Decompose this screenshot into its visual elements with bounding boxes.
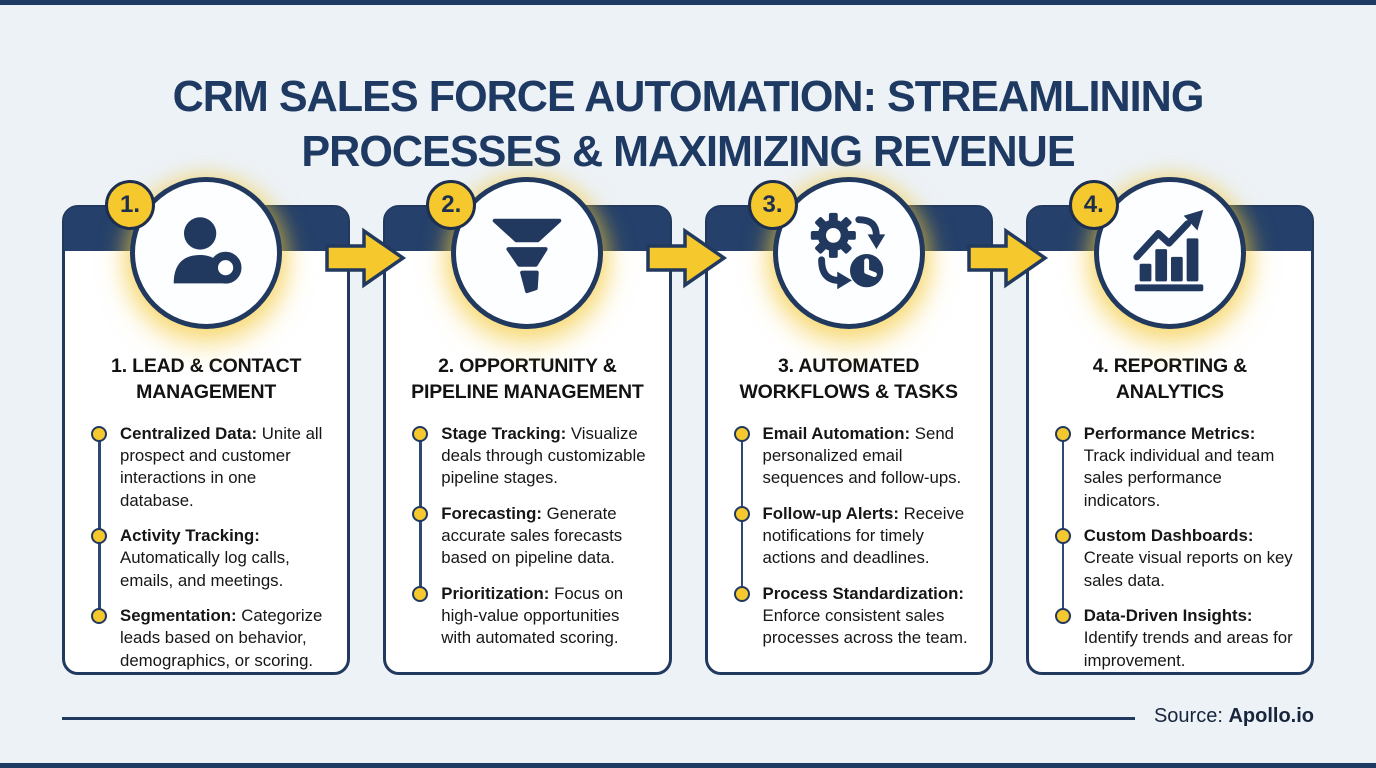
- card-title: 4. REPORTING & ANALYTICS: [1043, 353, 1297, 406]
- card-content: 1. LEAD & CONTACT MANAGEMENT Centralized…: [65, 208, 347, 672]
- bullet-list: Centralized Data: Unite all prospect and…: [91, 423, 331, 672]
- person-contact-icon: [173, 217, 242, 284]
- step-badge-4: 4.: [1068, 180, 1119, 230]
- card-icon-circle: [1093, 177, 1246, 329]
- arrow-right-icon: [325, 227, 407, 289]
- bullet-marker: [91, 425, 107, 442]
- list-item: Prioritization: Focus on high-value oppo…: [412, 583, 652, 650]
- source-name: Apollo.io: [1228, 705, 1314, 727]
- step-badge-3: 3.: [747, 180, 798, 230]
- arrow-right-icon: [967, 227, 1049, 289]
- bullet-text: Send personalized email sequences and fo…: [762, 423, 962, 488]
- page-title: CRM SALES FORCE AUTOMATION: STREAMLINING…: [0, 69, 1376, 179]
- bullet-text: Track individual and team sales performa…: [1083, 445, 1275, 510]
- card-icon-circle: [130, 177, 283, 329]
- bullet-marker: [412, 585, 429, 602]
- card-lead-contact-management: 1. 1. LEAD & CONTACT MANAGEMENT Centrali…: [62, 177, 351, 675]
- bullet-marker: [412, 425, 429, 442]
- bullet-label: Performance Metrics:: [1083, 423, 1256, 443]
- source-label: Source:: [1153, 705, 1223, 727]
- card-title: 2. OPPORTUNITY & PIPELINE MANAGEMENT: [400, 353, 654, 406]
- bullet-text: Categorize leads based on behavior, demo…: [120, 605, 323, 670]
- workflow-gear-clock-icon: [810, 212, 885, 290]
- bullet-label: Follow-up Alerts:: [762, 503, 899, 523]
- card-title-line2: MANAGEMENT: [136, 381, 277, 404]
- bullet-label: Activity Tracking:: [120, 525, 260, 545]
- card-title-line1: 1. LEAD & CONTACT: [111, 355, 302, 377]
- bullet-marker: [91, 607, 107, 624]
- bullet-label: Email Automation:: [762, 423, 911, 443]
- bullet-label: Forecasting:: [441, 503, 542, 523]
- footer-divider: [62, 717, 1135, 720]
- bullet-label: Segmentation:: [120, 605, 237, 625]
- bullet-list: Stage Tracking: Visualize deals through …: [412, 423, 652, 650]
- card-opportunity-pipeline-management: 2. 2. OPPORTUNITY & PIPELINE MANAGEMENT …: [383, 177, 672, 675]
- bullet-marker: [1054, 425, 1071, 442]
- step-badge-2: 2.: [426, 180, 477, 230]
- bullet-list: Performance Metrics: Track individual an…: [1054, 423, 1295, 672]
- bullet-text: Generate accurate sales forecasts based …: [441, 503, 623, 568]
- card-title-line1: 3. AUTOMATED: [777, 355, 920, 377]
- card-reporting-analytics: 4. 4. REPORTING & ANALYTICS Perform: [1025, 177, 1314, 675]
- bar-chart-growth-icon: [1133, 209, 1204, 292]
- list-item: Forecasting: Generate accurate sales for…: [412, 503, 652, 570]
- list-item: Segmentation: Categorize leads based on …: [91, 605, 331, 672]
- card-title-line1: 4. REPORTING &: [1092, 355, 1248, 377]
- page-title-line1: CRM SALES FORCE AUTOMATION: STREAMLINING: [172, 72, 1205, 122]
- bullet-text: Automatically log calls, emails, and mee…: [120, 548, 290, 590]
- list-item: Activity Tracking: Automatically log cal…: [91, 525, 331, 592]
- bullet-marker: [91, 527, 107, 544]
- top-border-strip: [0, 0, 1376, 5]
- bullet-text: Unite all prospect and customer interact…: [120, 423, 323, 510]
- bullet-marker: [1054, 607, 1071, 624]
- list-item: Email Automation: Send personalized emai…: [733, 423, 974, 490]
- step-badge-1: 1.: [105, 180, 155, 230]
- card-icon-circle: [451, 177, 604, 329]
- bullet-label: Stage Tracking:: [441, 423, 567, 443]
- bullet-label: Custom Dashboards:: [1083, 525, 1254, 545]
- bullet-text: Identify trends and areas for improvemen…: [1083, 628, 1293, 670]
- bullet-marker: [412, 505, 429, 522]
- bullet-label: Process Standardization:: [762, 583, 964, 603]
- card-title: 1. LEAD & CONTACT MANAGEMENT: [79, 353, 333, 406]
- bullet-text: Visualize deals through customizable pip…: [441, 423, 646, 488]
- bullet-label: Centralized Data:: [120, 423, 258, 443]
- card-title: 3. AUTOMATED WORKFLOWS & TASKS: [722, 353, 976, 406]
- list-item: Data-Driven Insights: Identify trends an…: [1054, 605, 1295, 672]
- card-icon-circle: [772, 177, 925, 329]
- card-automated-workflows-tasks: 3.: [704, 177, 993, 675]
- list-item: Follow-up Alerts: Receive notifications …: [733, 503, 974, 570]
- list-item: Custom Dashboards: Create visual reports…: [1054, 525, 1295, 592]
- card-title-line1: 2. OPPORTUNITY &: [438, 355, 617, 377]
- card-title-line2: WORKFLOWS & TASKS: [739, 381, 958, 404]
- bullet-label: Data-Driven Insights:: [1083, 605, 1253, 625]
- bullet-marker: [733, 585, 750, 602]
- process-cards-row: 1. 1. LEAD & CONTACT MANAGEMENT Centrali…: [62, 177, 1314, 675]
- card-content: 2. OPPORTUNITY & PIPELINE MANAGEMENT Sta…: [386, 208, 668, 650]
- card-content: 3. AUTOMATED WORKFLOWS & TASKS Email Aut…: [708, 208, 990, 650]
- bullet-label: Prioritization:: [441, 583, 550, 603]
- bullet-list: Email Automation: Send personalized emai…: [733, 423, 974, 650]
- bottom-border-strip: [0, 763, 1376, 768]
- bullet-text: Create visual reports on key sales data.: [1083, 548, 1293, 590]
- bullet-marker: [733, 505, 750, 522]
- list-item: Process Standardization: Enforce consist…: [733, 583, 974, 650]
- arrow-right-icon: [646, 227, 728, 289]
- list-item: Performance Metrics: Track individual an…: [1054, 423, 1295, 512]
- card-title-line2: PIPELINE MANAGEMENT: [411, 381, 644, 404]
- list-item: Centralized Data: Unite all prospect and…: [91, 423, 331, 512]
- page-title-line2: PROCESSES & MAXIMIZING REVENUE: [301, 127, 1075, 177]
- card-title-line2: ANALYTICS: [1115, 381, 1224, 404]
- bullet-text: Focus on high-value opportunities with a…: [441, 583, 624, 648]
- bullet-marker: [733, 425, 750, 442]
- bullet-marker: [1054, 527, 1071, 544]
- source-attribution: Source: Apollo.io: [1154, 705, 1314, 728]
- bullet-text: Enforce consistent sales processes acros…: [762, 605, 968, 648]
- list-item: Stage Tracking: Visualize deals through …: [412, 423, 652, 490]
- bullet-text: Receive notifications for timely actions…: [762, 503, 965, 568]
- card-content: 4. REPORTING & ANALYTICS Performance Met…: [1029, 208, 1311, 672]
- sales-funnel-icon: [493, 218, 562, 294]
